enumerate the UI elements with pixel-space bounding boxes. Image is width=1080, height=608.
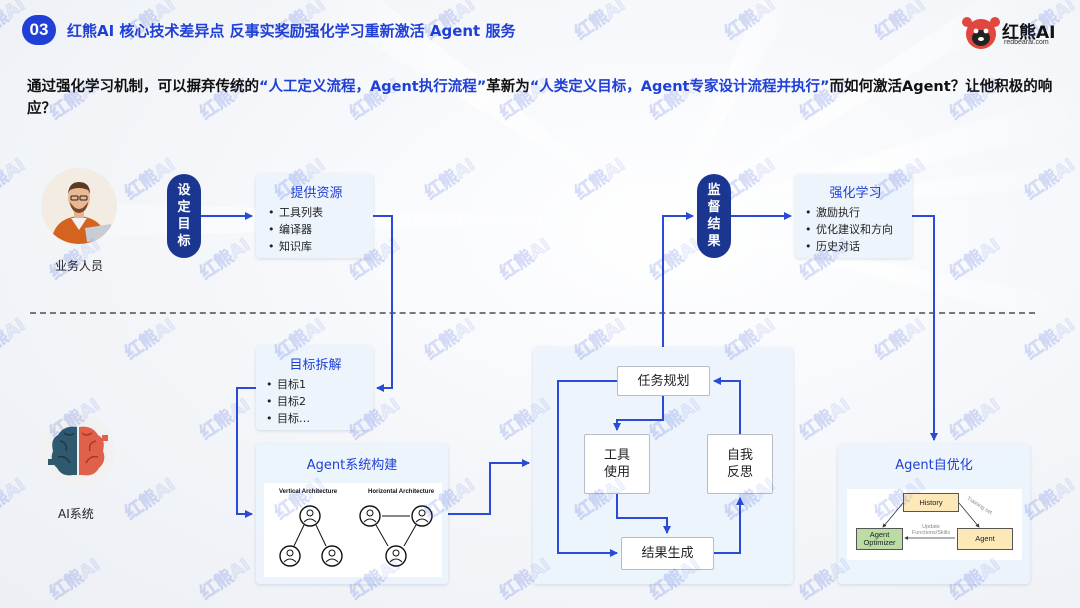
pill-char: 目 bbox=[177, 217, 191, 232]
watermark-text: 红熊AI bbox=[645, 234, 704, 285]
watermark-text: 红熊AI bbox=[120, 314, 179, 365]
goal-decompose-card: 目标拆解 目标1 目标2 目标… bbox=[256, 346, 373, 430]
watermark-text: 红熊AI bbox=[945, 234, 1004, 285]
question-highlight-1: “人工定义流程，Agent执行流程” bbox=[259, 79, 487, 95]
business-person-avatar bbox=[41, 168, 117, 244]
tool-use-node: 工具使用 bbox=[584, 434, 650, 494]
pill-char: 果 bbox=[707, 234, 721, 249]
intro-question: 通过强化学习机制，可以摒弃传统的“人工定义流程，Agent执行流程”革新为“人类… bbox=[27, 76, 1057, 120]
self-optimize-diagram: History Agent Optimizer Agent Training s… bbox=[847, 489, 1022, 560]
architecture-diagram: Vertical Architecture Horizontal Archite… bbox=[264, 483, 442, 577]
card-title: 目标拆解 bbox=[289, 358, 342, 373]
watermark-text: 红熊AI bbox=[495, 234, 554, 285]
resource-list: 工具列表 编译器 知识库 bbox=[268, 204, 365, 255]
history-box: History bbox=[903, 493, 959, 512]
pill-char: 标 bbox=[177, 234, 191, 249]
watermark-text: 红熊AI bbox=[1020, 314, 1079, 365]
pill-char: 结 bbox=[707, 217, 721, 232]
card-title: 提供资源 bbox=[290, 186, 343, 201]
role-divider bbox=[30, 312, 1035, 314]
watermark-text: 红熊AI bbox=[570, 0, 629, 44]
rl-list: 激励执行 优化建议和方向 历史对话 bbox=[805, 204, 906, 255]
business-person-label: 业务人员 bbox=[55, 259, 104, 273]
architecture-graph bbox=[279, 505, 433, 567]
watermark-text: 红熊AI bbox=[195, 554, 254, 605]
list-item: 目标1 bbox=[266, 376, 365, 393]
ai-system-label: AI系统 bbox=[58, 507, 94, 521]
pill-char: 监 bbox=[707, 183, 721, 198]
monitor-result-pill: 监 督 结 果 bbox=[697, 174, 731, 258]
watermark-text: 红熊AI bbox=[420, 314, 479, 365]
watermark-text: 红熊AI bbox=[720, 0, 779, 44]
section-number-badge: 03 bbox=[22, 15, 56, 45]
watermark-text: 红熊AI bbox=[0, 154, 29, 205]
card-title: 强化学习 bbox=[829, 186, 882, 201]
watermark-text: 红熊AI bbox=[570, 154, 629, 205]
horizontal-architecture-label: Horizontal Architecture bbox=[368, 489, 435, 495]
section-title: 红熊AI 核心技术差异点 反事实奖励强化学习重新激活 Agent 服务 bbox=[67, 22, 516, 40]
logo-text: 红熊AI bbox=[1002, 23, 1056, 43]
watermark-text: 红熊AI bbox=[795, 394, 854, 445]
reinforcement-learning-card: 强化学习 激励执行 优化建议和方向 历史对话 bbox=[795, 174, 912, 258]
self-reflection-label: 自我反思 bbox=[726, 448, 753, 480]
question-part-1: 通过强化学习机制，可以摒弃传统的 bbox=[27, 79, 259, 95]
agent-optimizer-box: Agent Optimizer bbox=[856, 528, 903, 550]
watermark-text: 红熊AI bbox=[0, 314, 29, 365]
task-planning-node: 任务规划 bbox=[617, 366, 710, 396]
question-part-3: 而如何激活Agent？让他积极的响应？ bbox=[27, 79, 1053, 117]
ai-brain-icon bbox=[41, 414, 115, 488]
set-goal-pill: 设 定 目 标 bbox=[167, 174, 201, 258]
update-label: Update Functions/Skills bbox=[911, 524, 951, 536]
pill-char: 设 bbox=[177, 183, 191, 198]
tool-use-label: 工具使用 bbox=[603, 448, 630, 480]
vertical-architecture-label: Vertical Architecture bbox=[279, 489, 338, 495]
pill-char: 定 bbox=[177, 200, 191, 215]
watermark-text: 红熊AI bbox=[120, 474, 179, 525]
question-part-2: 革新为 bbox=[486, 79, 530, 95]
card-title: Agent系统构建 bbox=[306, 458, 398, 473]
watermark-text: 红熊AI bbox=[870, 314, 929, 365]
result-generation-node: 结果生成 bbox=[621, 537, 714, 570]
list-item: 知识库 bbox=[268, 238, 365, 255]
agent-box: Agent bbox=[957, 528, 1013, 550]
agent-optimizer-label: Agent Optimizer bbox=[863, 530, 896, 547]
pill-char: 督 bbox=[707, 200, 721, 215]
list-item: 工具列表 bbox=[268, 204, 365, 221]
watermark-text: 红熊AI bbox=[195, 394, 254, 445]
logo-domain: redbearai.com bbox=[1004, 39, 1049, 46]
question-highlight-2: “人类定义目标，Agent专家设计流程并执行” bbox=[529, 79, 830, 95]
watermark-text: 红熊AI bbox=[0, 474, 29, 525]
list-item: 历史对话 bbox=[805, 238, 906, 255]
list-item: 优化建议和方向 bbox=[805, 221, 906, 238]
self-reflection-node: 自我反思 bbox=[707, 434, 773, 494]
list-item: 激励执行 bbox=[805, 204, 906, 221]
self-optimize-arrows bbox=[882, 502, 980, 540]
red-bear-logo-icon bbox=[962, 17, 1000, 49]
watermark-text: 红熊AI bbox=[945, 394, 1004, 445]
watermark-text: 红熊AI bbox=[1020, 154, 1079, 205]
watermark-text: 红熊AI bbox=[45, 554, 104, 605]
list-item: 目标… bbox=[266, 410, 365, 427]
card-title: Agent自优化 bbox=[895, 458, 973, 473]
list-item: 编译器 bbox=[268, 221, 365, 238]
goal-list: 目标1 目标2 目标… bbox=[266, 376, 365, 427]
watermark-text: 红熊AI bbox=[195, 234, 254, 285]
watermark-text: 红熊AI bbox=[870, 0, 929, 44]
watermark-text: 红熊AI bbox=[420, 154, 479, 205]
list-item: 目标2 bbox=[266, 393, 365, 410]
provide-resources-card: 提供资源 工具列表 编译器 知识库 bbox=[256, 174, 373, 258]
